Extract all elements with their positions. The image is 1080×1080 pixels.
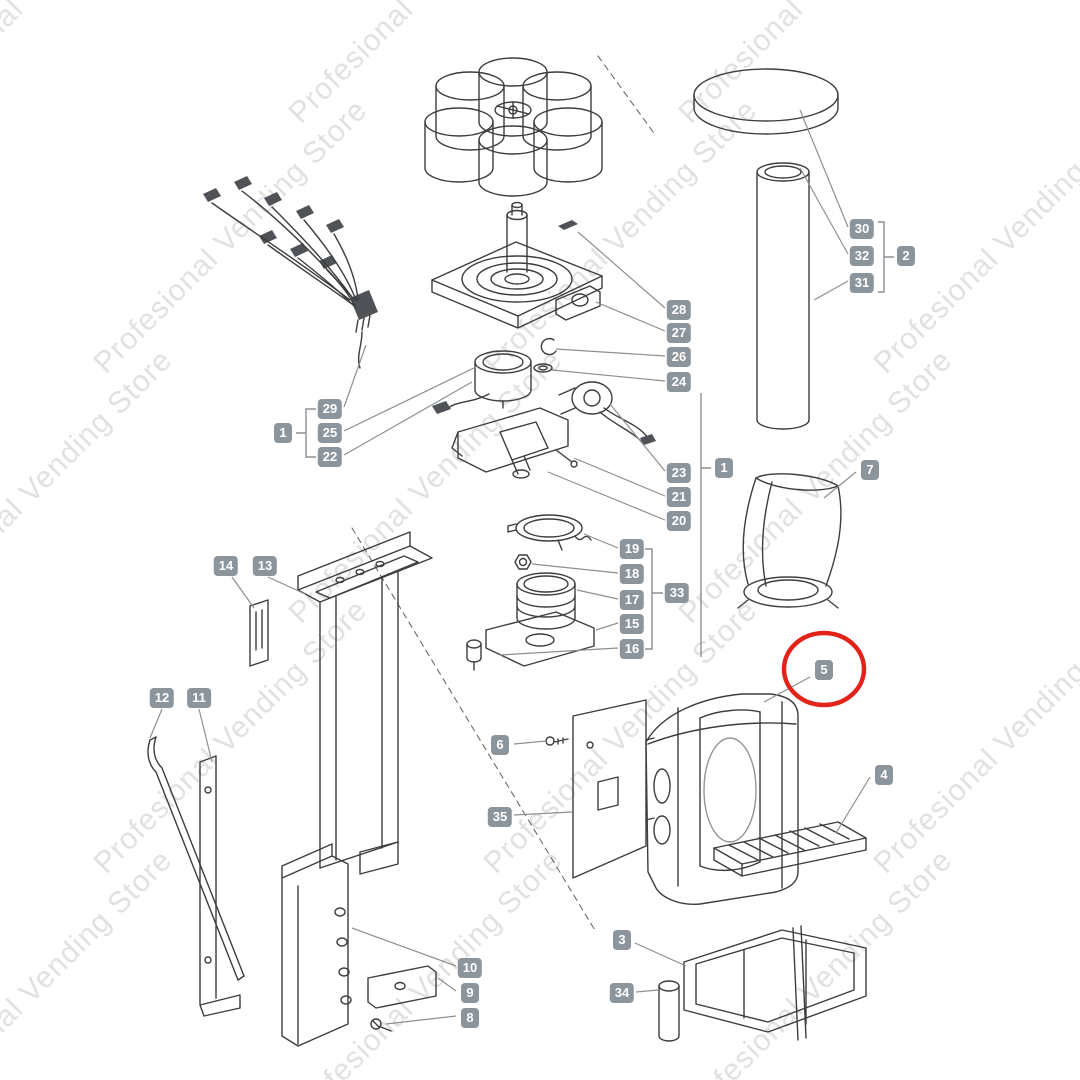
highlight-circle (781, 630, 867, 708)
part-badge-15: 15 (619, 614, 645, 634)
hex-nut-part (514, 554, 532, 570)
part-badge-9: 9 (461, 983, 479, 1003)
part-badge-6: 6 (491, 735, 509, 755)
whipper-base-part (466, 611, 595, 671)
part-badge-34: 34 (609, 983, 635, 1003)
delivery-funnel-part (737, 473, 842, 609)
part-badge-17: 17 (619, 590, 645, 610)
dispense-tube-part (693, 68, 839, 430)
drip-tray-part (713, 821, 867, 877)
motor-plate-part (431, 201, 603, 329)
part-badge-10: 10 (457, 958, 483, 978)
part-badge-3: 3 (613, 930, 631, 950)
part-badge-13: 13 (252, 556, 278, 576)
part-badge-26: 26 (666, 347, 692, 367)
part-badge-35: 35 (487, 807, 513, 827)
part-badge-24: 24 (666, 372, 692, 392)
part-badge-7: 7 (861, 460, 879, 480)
part-badge-18: 18 (619, 564, 645, 584)
part-badge-5: 5 (815, 660, 833, 680)
clip-washer-part (533, 337, 557, 373)
part-badge-12: 12 (149, 688, 175, 708)
part-badge-33: 33 (664, 583, 690, 603)
door-assembly-part (645, 693, 799, 905)
slotted-plate-part (249, 599, 269, 667)
part-badge-29: 29 (317, 399, 343, 419)
mixer-housing-part (451, 407, 578, 479)
part-badge-11: 11 (187, 688, 211, 708)
part-badge-19: 19 (619, 539, 645, 559)
wire-harness-part (203, 176, 378, 369)
construction-axes (351, 55, 657, 933)
part-badge-1: 1 (715, 458, 733, 478)
part-badge-32: 32 (849, 246, 875, 266)
canister-cluster-part (424, 57, 603, 197)
part-badge-16: 16 (619, 639, 645, 659)
lower-panel-part (281, 843, 437, 1047)
part-badge-23: 23 (666, 463, 692, 483)
part-badge-8: 8 (461, 1008, 479, 1028)
part-badge-28: 28 (666, 300, 692, 320)
part-badge-27: 27 (666, 323, 692, 343)
leader-lines (149, 109, 871, 1025)
spacer-cylinder-part (658, 980, 680, 1042)
group-brackets (296, 221, 894, 657)
part-badge-30: 30 (849, 219, 875, 239)
part-badge-2: 2 (897, 246, 915, 266)
part-badge-1: 1 (274, 423, 292, 443)
part-badge-21: 21 (666, 487, 692, 507)
clamp-ring-part (507, 514, 592, 551)
part-badge-25: 25 (317, 423, 343, 443)
frame-bracket-part (297, 531, 433, 875)
part-badge-4: 4 (875, 765, 893, 785)
door-rod-part (147, 736, 245, 981)
part-badge-22: 22 (317, 447, 343, 467)
base-bucket-part (683, 925, 867, 1041)
part-badge-20: 20 (666, 511, 692, 531)
part-badge-31: 31 (849, 273, 875, 293)
solenoid-cup-part (432, 350, 532, 414)
part-badge-14: 14 (213, 556, 239, 576)
side-strip-part (199, 755, 241, 1017)
